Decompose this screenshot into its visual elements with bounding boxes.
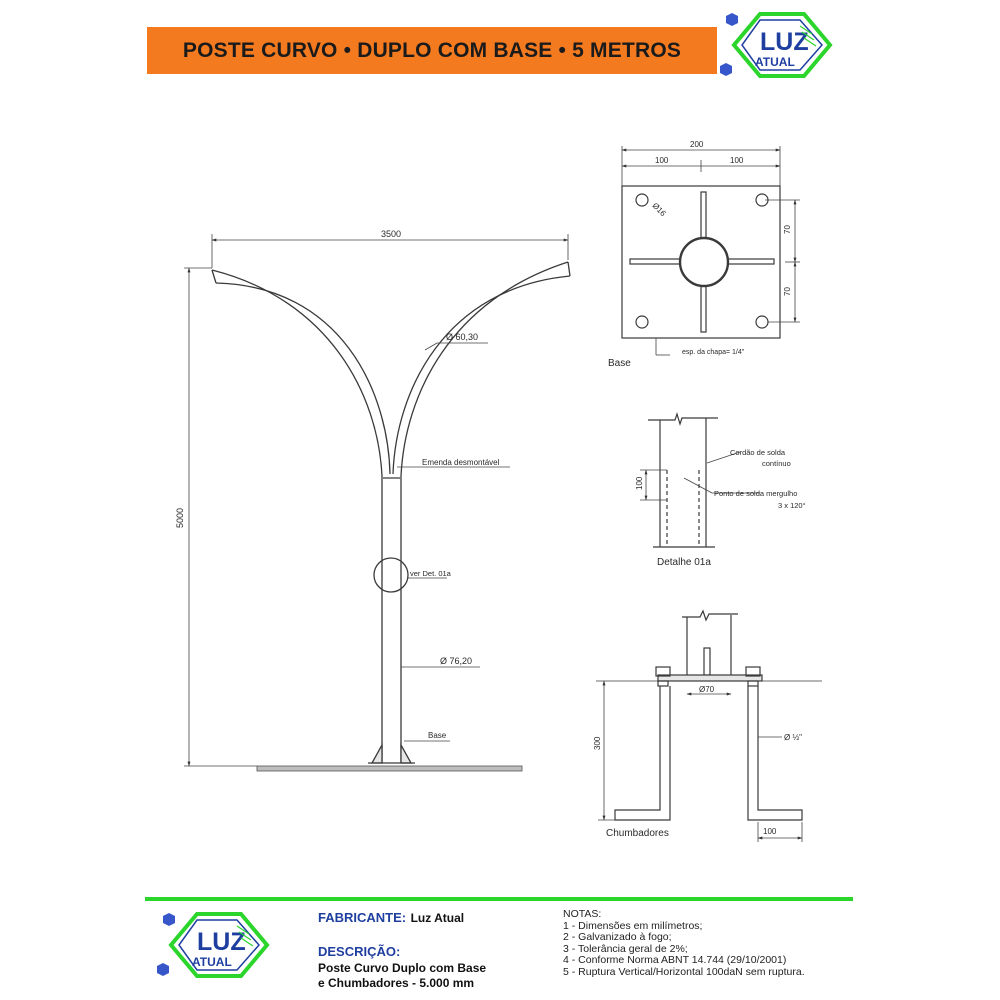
notes-title: NOTAS: — [563, 908, 602, 920]
detail-height-label: 100 — [635, 476, 644, 490]
page-title: POSTE CURVO • DUPLO COM BASE • 5 METROS — [182, 38, 682, 62]
manufacturer-label: FABRICANTE: — [318, 910, 407, 925]
note-item: 3 - Tolerância geral de 2%; — [563, 942, 688, 955]
note-item: 1 - Dimensões em milímetros; — [563, 919, 703, 932]
plate-thickness-label: esp. da chapa= 1/4" — [682, 349, 745, 356]
anchors-title: Chumbadores — [606, 828, 669, 839]
base-plate-dimensions — [621, 146, 800, 356]
description-label: DESCRIÇÃO: — [318, 944, 401, 959]
note-item: 4 - Conforme Norma ABNT 14.744 (29/10/20… — [563, 954, 787, 966]
note-item: 5 - Ruptura Vertical/Horizontal 100daN s… — [563, 965, 805, 978]
base-callout-label: Base — [428, 731, 447, 740]
pole-width-label: 3500 — [381, 229, 401, 239]
hexagon-logo-icon — [163, 913, 175, 926]
notes-block: NOTAS: 1 - Dimensões em milímetros; 2 - … — [563, 908, 805, 978]
anchor-pipe-diameter-label: Ø70 — [699, 685, 715, 694]
weld-detail-view — [648, 412, 718, 548]
logo-word-top: LUZ — [197, 928, 246, 956]
detail-title: Detalhe 01a — [657, 557, 711, 568]
logo-word-bottom: ATUAL — [755, 55, 795, 69]
footer-separator — [145, 897, 853, 901]
weld-detail-dimensions — [640, 451, 760, 501]
plate-title: Base — [608, 358, 631, 369]
anchor-rod-diameter-label: Ø ½" — [784, 733, 802, 742]
weld-bead-label-1: Cordão de solda — [730, 448, 786, 457]
hexagon-logo-icon — [720, 63, 732, 76]
pole-elevation — [211, 261, 571, 772]
hexagon-logo-icon — [726, 13, 738, 26]
arm-diameter-label: Ø 60,30 — [446, 332, 478, 342]
weld-bead-label-2: contínuo — [762, 459, 791, 468]
plate-offset-bottom-label: 70 — [783, 287, 792, 296]
plate-half-right-label: 100 — [730, 156, 744, 165]
plug-weld-label-1: Ponto de solda mergulho — [714, 489, 797, 498]
manufacturer-block: FABRICANTE: Luz Atual — [318, 909, 464, 927]
detail-ref-label: ver Det. 01a — [410, 569, 452, 578]
brand-logo: LUZ ATUAL — [720, 12, 833, 78]
anchor-foot-length-label: 100 — [763, 827, 777, 836]
plate-half-left-label: 100 — [655, 156, 669, 165]
anchor-dimensions — [598, 680, 803, 842]
plate-overall-label: 200 — [690, 140, 704, 149]
anchor-bolts-view — [596, 609, 822, 821]
shaft-diameter-label: Ø 76,20 — [440, 656, 472, 666]
logo-word-top: LUZ — [760, 28, 809, 56]
pole-height-label: 5000 — [175, 508, 185, 528]
plug-weld-label-2: 3 x 120° — [778, 501, 806, 510]
title-banner: POSTE CURVO • DUPLO COM BASE • 5 METROS — [147, 27, 717, 74]
joint-label: Emenda desmontável — [422, 458, 500, 467]
logo-word-bottom: ATUAL — [192, 955, 232, 969]
description-line-1: Poste Curvo Duplo com Base — [318, 961, 487, 975]
plate-offset-top-label: 70 — [783, 225, 792, 234]
description-line-2: e Chumbadores - 5.000 mm — [318, 976, 475, 990]
footer-brand-logo: LUZ ATUAL — [157, 912, 270, 978]
anchor-depth-label: 300 — [593, 736, 602, 750]
hexagon-logo-icon — [157, 963, 169, 976]
pole-dimensions — [184, 234, 569, 767]
base-plate-view — [621, 185, 781, 339]
note-item: 2 - Galvanizado à fogo; — [563, 931, 672, 943]
plate-hole-label: Ø16 — [651, 201, 668, 218]
manufacturer-value: Luz Atual — [410, 911, 465, 925]
